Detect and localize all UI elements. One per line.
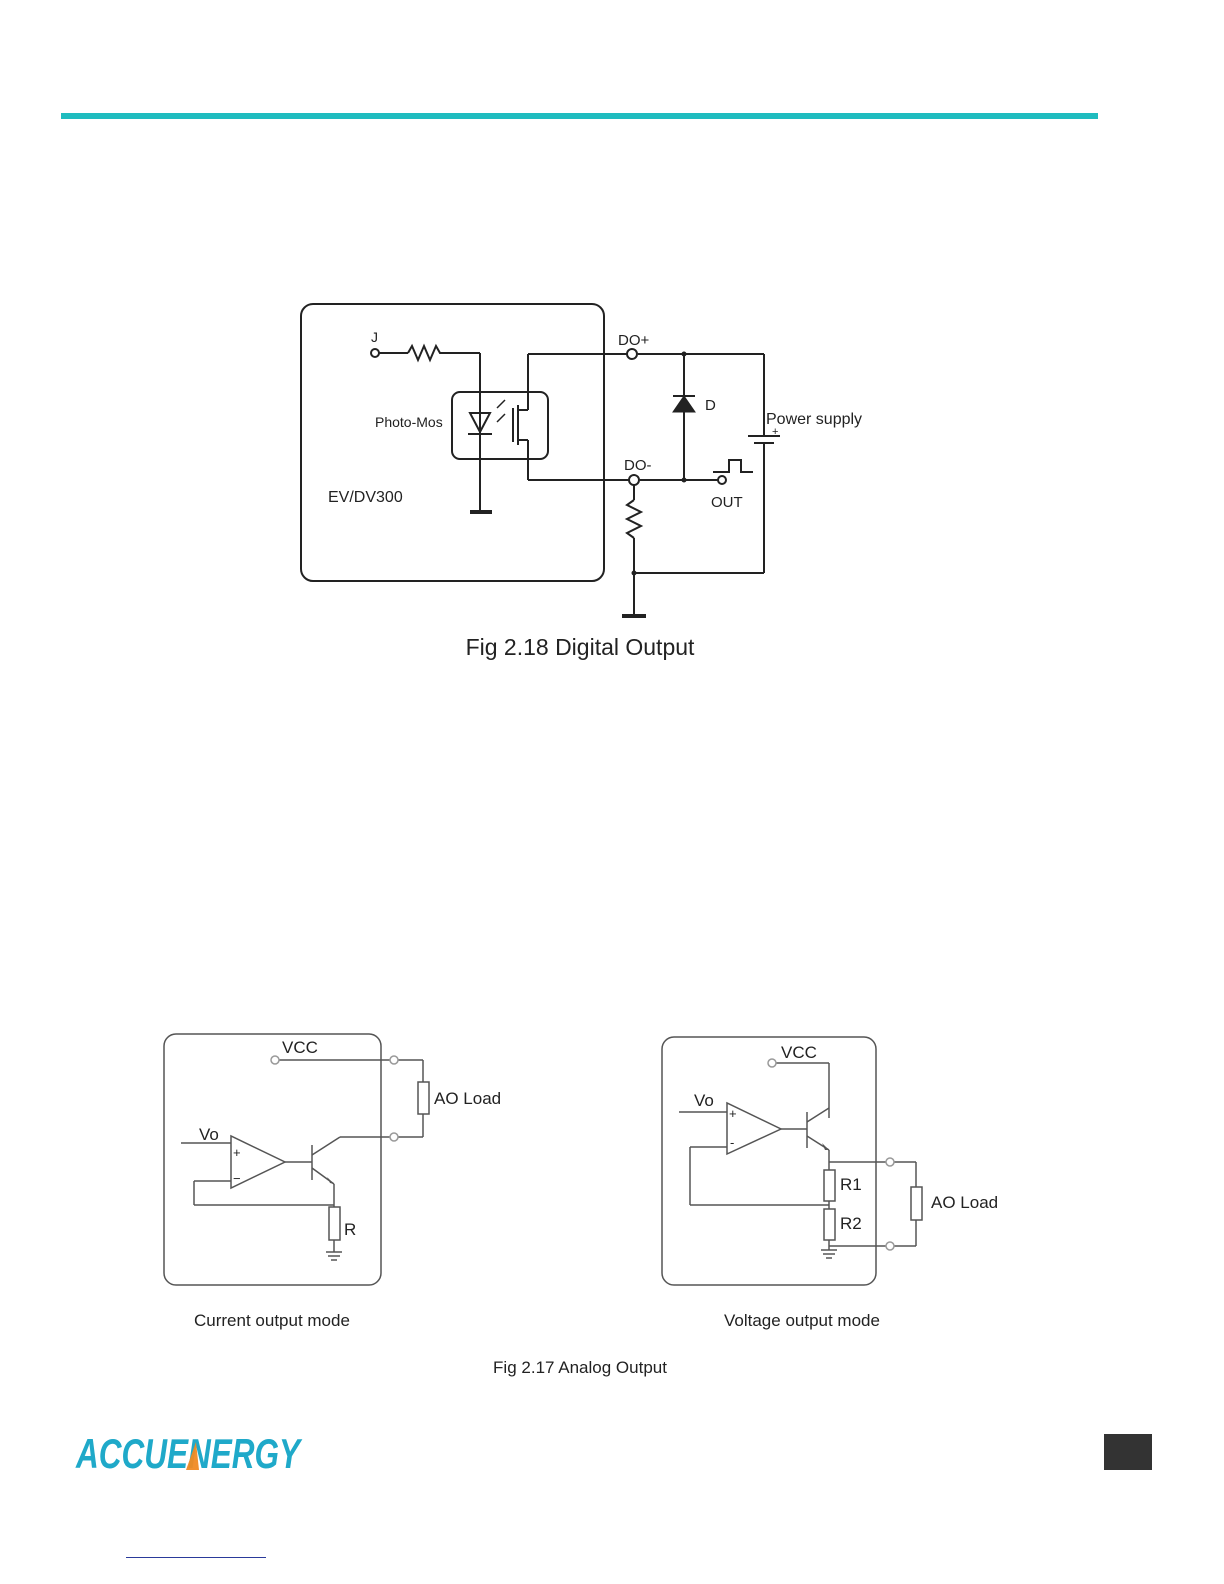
voltage-ao-load	[911, 1187, 922, 1220]
page-number-box	[1104, 1434, 1152, 1470]
voltage-vcc-label: VCC	[781, 1043, 817, 1062]
current-r-label: R	[344, 1220, 356, 1239]
voltage-ao-load-label: AO Load	[931, 1193, 998, 1212]
analog-output-caption: Fig 2.17 Analog Output	[0, 1358, 1160, 1378]
current-ao-load	[418, 1082, 429, 1114]
current-mode-circuit	[164, 1034, 429, 1285]
analog-output-diagram: VCC AO Load Vo + − R Current output mode	[0, 0, 1224, 1400]
current-vcc-label: VCC	[282, 1038, 318, 1057]
current-ao-load-label: AO Load	[434, 1089, 501, 1108]
footer-link-underline[interactable]	[126, 1557, 266, 1558]
current-vo-label: Vo	[199, 1125, 219, 1144]
voltage-resistor-r1	[824, 1170, 835, 1201]
current-resistor-r	[329, 1207, 340, 1240]
current-minus-label: −	[233, 1171, 241, 1186]
voltage-mode-title: Voltage output mode	[724, 1311, 880, 1330]
accuenergy-logo: ACCUENERGY	[74, 1430, 304, 1474]
voltage-resistor-r2	[824, 1209, 835, 1240]
voltage-vo-label: Vo	[694, 1091, 714, 1110]
voltage-minus-label: -	[730, 1135, 734, 1150]
voltage-mode-circuit	[662, 1037, 922, 1285]
current-mode-title: Current output mode	[194, 1311, 350, 1330]
voltage-r1-label: R1	[840, 1175, 862, 1194]
voltage-r2-label: R2	[840, 1214, 862, 1233]
voltage-plus-label: +	[729, 1106, 737, 1121]
current-plus-label: +	[233, 1145, 241, 1160]
